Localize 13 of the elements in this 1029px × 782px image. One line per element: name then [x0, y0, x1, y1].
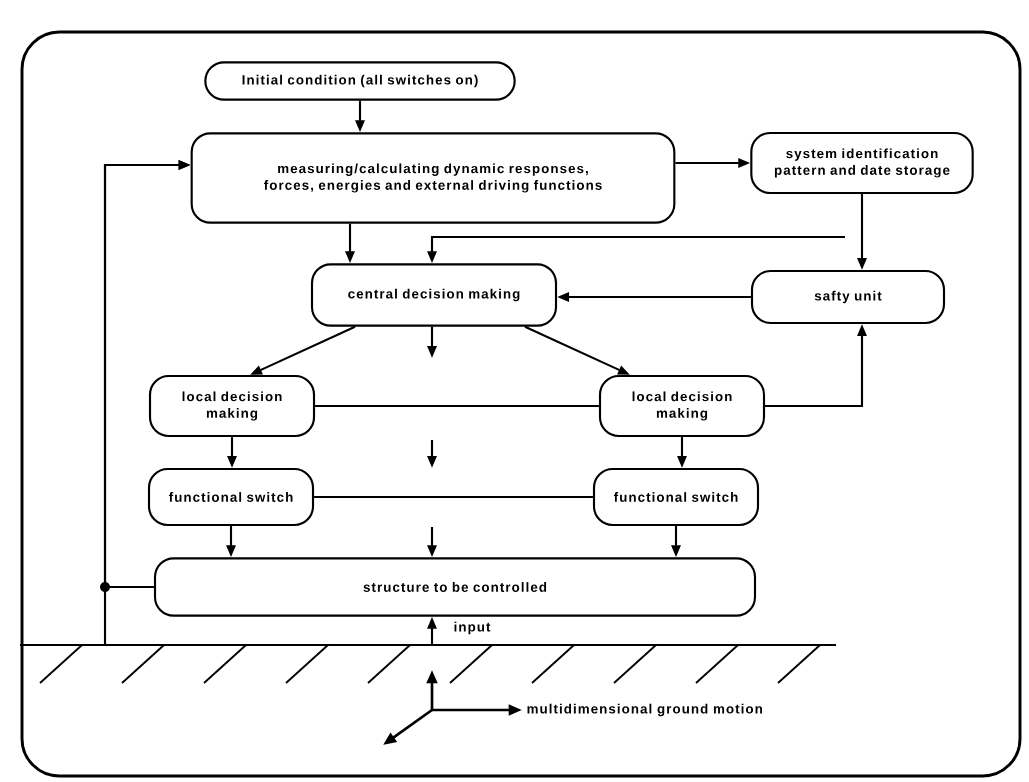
process-box: functional switch [592, 467, 760, 527]
process-box: local decision making [598, 374, 766, 438]
edge-label: input [452, 620, 492, 636]
process-box: system identification pattern and date storage [750, 131, 974, 195]
ground-drawing [20, 643, 836, 684]
process-box: measuring/calculating dynamic responses, forces, energies and external driving functions [190, 132, 676, 224]
process-box: Initial condition (all switches on) [204, 61, 516, 101]
process-box: local decision making [148, 374, 316, 438]
process-box: central decision making [310, 263, 558, 327]
process-box: structure to be controlled [153, 557, 757, 617]
motion-label: multidimensional ground motion [527, 703, 762, 717]
process-box: functional switch [147, 467, 315, 527]
process-box: safty unit [750, 269, 946, 325]
